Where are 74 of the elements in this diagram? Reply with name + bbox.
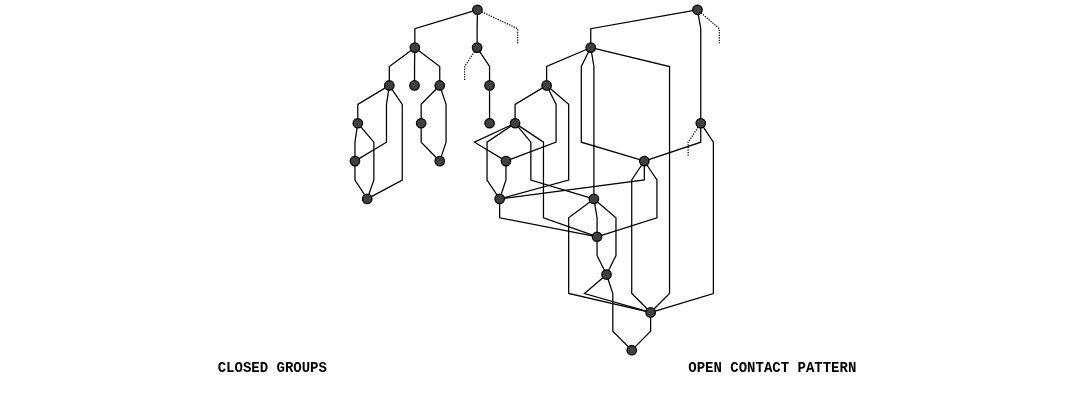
- connector: [654, 126, 714, 312]
- connector: [596, 201, 617, 271]
- connector: [634, 316, 652, 348]
- connector: [583, 277, 647, 312]
- connector: [358, 89, 390, 160]
- connector: [509, 89, 557, 161]
- connector: [503, 87, 570, 199]
- caption-text: CLOSED GROUPS: [217, 360, 327, 376]
- connector: [476, 13, 478, 44]
- node-circle: [591, 231, 603, 243]
- node-circle: [601, 269, 612, 280]
- node-circle: [409, 80, 420, 91]
- connector: [687, 126, 699, 158]
- connector: [420, 127, 438, 159]
- node-circle: [434, 155, 446, 167]
- node-circle: [509, 117, 521, 129]
- connector: [590, 51, 595, 195]
- node-circle: [383, 80, 395, 91]
- node-circle: [695, 117, 707, 129]
- node-circle: [494, 193, 505, 205]
- node-circle: [349, 155, 361, 167]
- node-circle: [588, 193, 600, 205]
- connector: [370, 88, 403, 198]
- connector: [418, 49, 441, 82]
- connector: [631, 164, 648, 310]
- connector: [488, 89, 491, 120]
- connector: [360, 126, 375, 196]
- node-circle: [645, 307, 656, 318]
- node-circle: [409, 42, 421, 53]
- node-circle: [626, 344, 638, 356]
- connector: [648, 127, 702, 161]
- node-circle: [585, 42, 597, 53]
- node-circle: [352, 117, 364, 129]
- node-circle: [484, 117, 495, 129]
- connector: [518, 125, 594, 236]
- node-circle: [692, 4, 703, 16]
- connector: [594, 202, 598, 233]
- connector: [388, 49, 412, 82]
- node-circle: [434, 80, 446, 91]
- connector: [357, 87, 386, 120]
- connector: [354, 127, 358, 157]
- connector: [517, 126, 590, 199]
- node-circle: [541, 80, 552, 91]
- caption-text: OPEN CONTACT PATTERN: [688, 360, 857, 376]
- node-circle: [361, 193, 373, 205]
- connector: [354, 165, 366, 196]
- node-circle: [472, 4, 483, 16]
- connector: [546, 48, 588, 82]
- connector: [481, 11, 519, 44]
- connector: [697, 13, 702, 120]
- connector: [440, 89, 447, 158]
- connector: [514, 87, 544, 120]
- connector: [464, 50, 476, 82]
- connector: [607, 278, 629, 348]
- connector: [580, 51, 641, 161]
- connector: [479, 50, 491, 82]
- connector: [568, 201, 647, 312]
- connector: [414, 10, 474, 44]
- connector: [700, 12, 720, 44]
- connector: [486, 125, 512, 196]
- node-circle: [500, 155, 512, 167]
- connector: [590, 9, 694, 44]
- connector: [600, 164, 658, 236]
- connector: [413, 51, 416, 82]
- node-circle: [415, 117, 427, 129]
- node-circle: [471, 42, 483, 53]
- connector: [596, 240, 606, 271]
- connector: [594, 48, 671, 310]
- node-circle: [484, 80, 495, 91]
- node-circle: [639, 155, 650, 167]
- connector: [503, 165, 645, 199]
- connector: [499, 203, 594, 237]
- connector: [500, 165, 507, 196]
- connector: [420, 88, 438, 120]
